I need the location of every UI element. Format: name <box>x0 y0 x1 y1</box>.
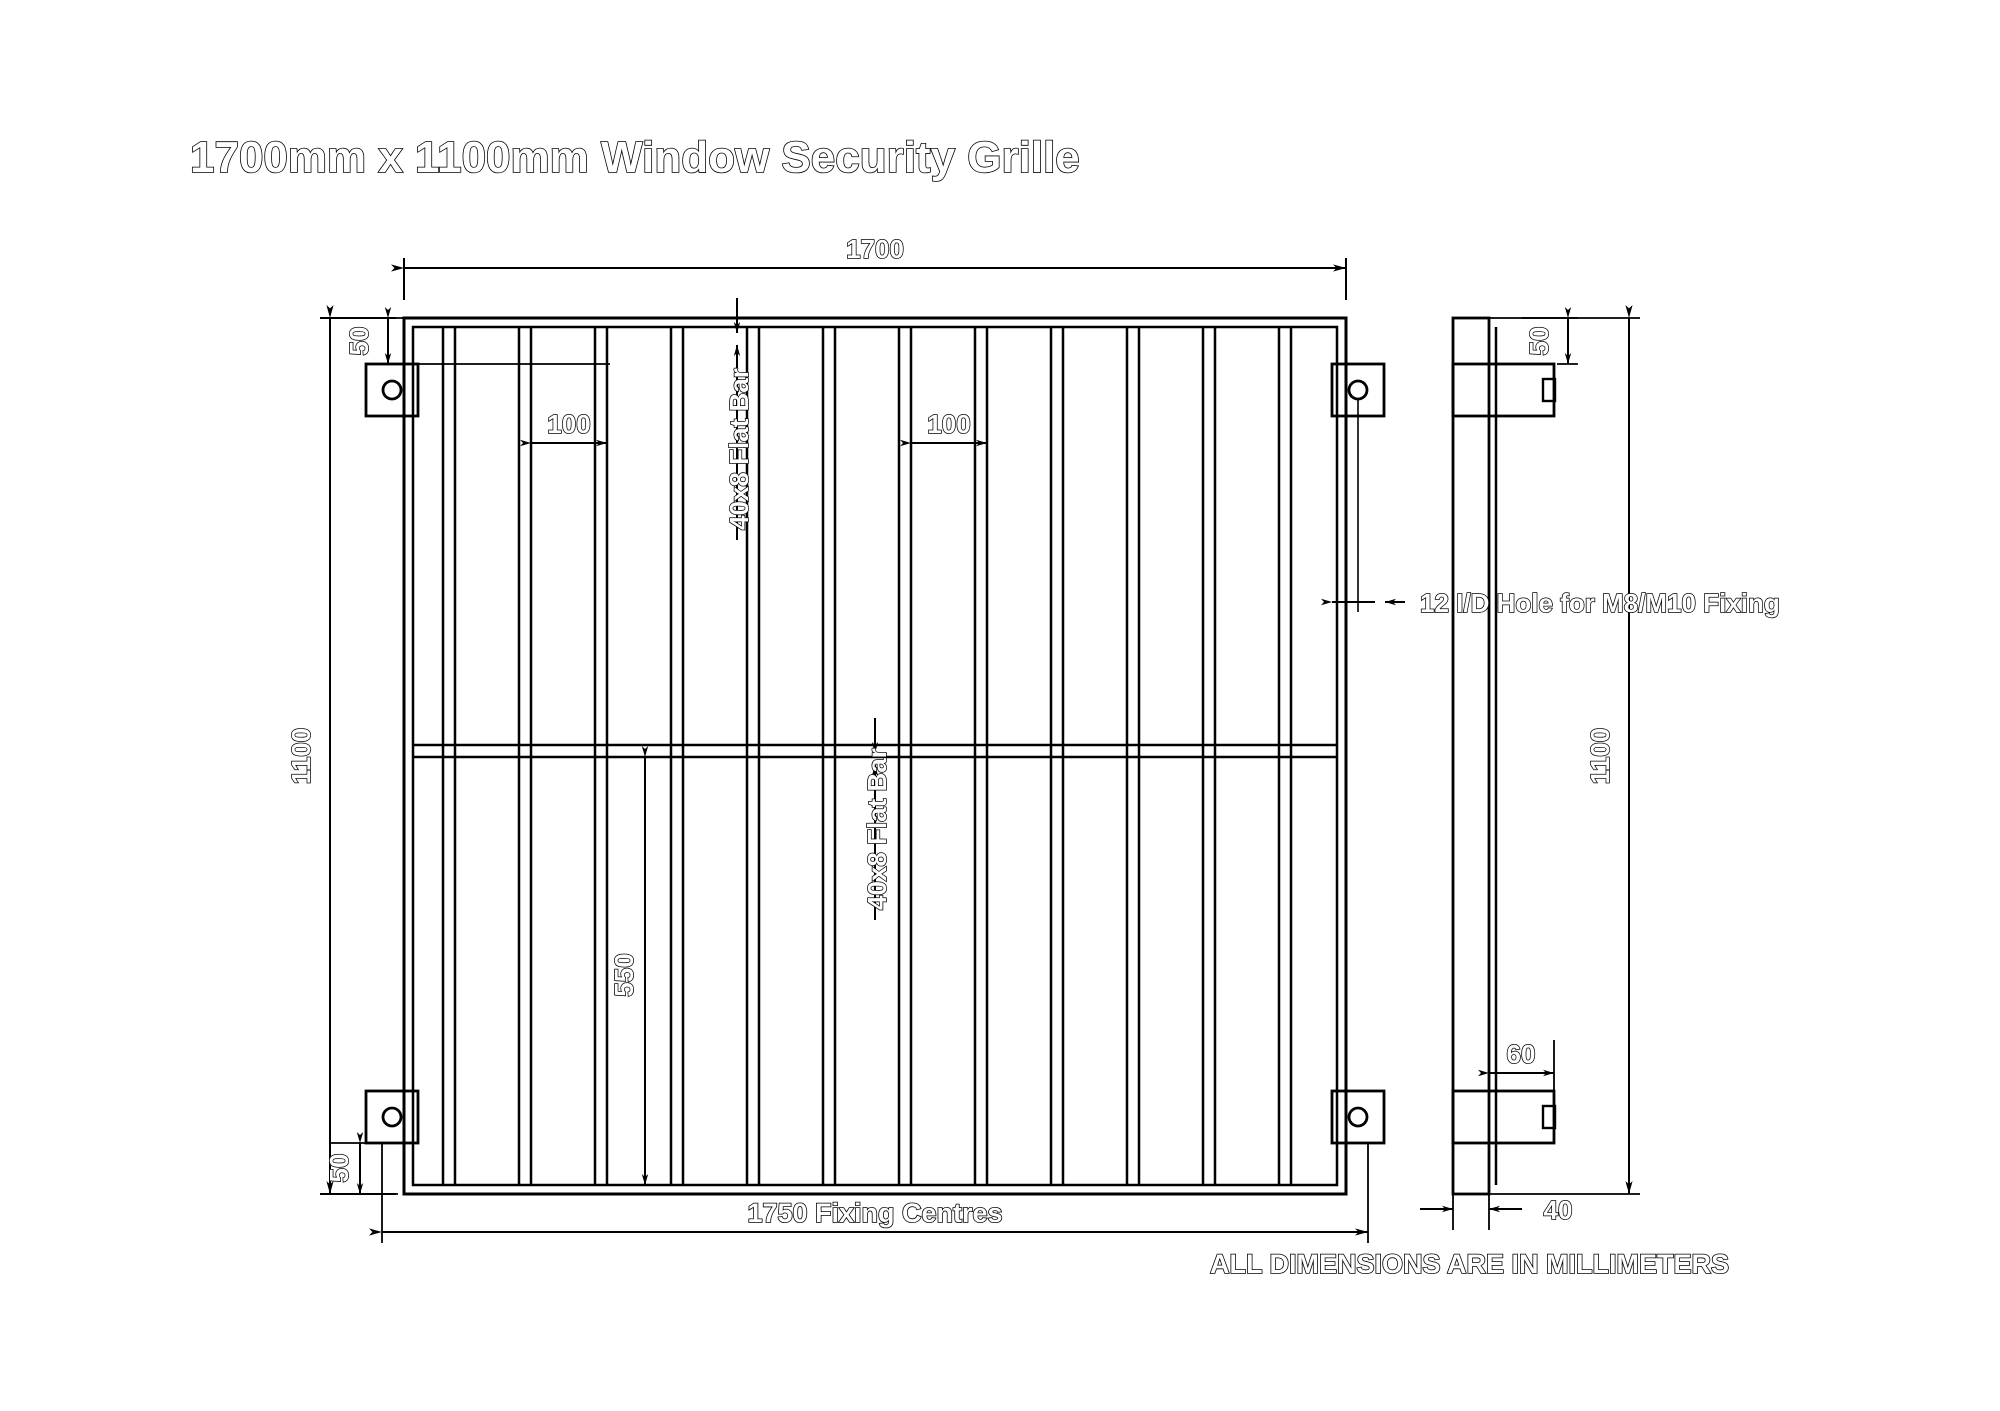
side-fixing-hole-icon <box>1541 377 1557 403</box>
dimension-value-60: 60 <box>1507 1039 1536 1069</box>
dimension-value-1700: 1700 <box>846 234 904 264</box>
fixing-hole-icon <box>1347 1106 1369 1128</box>
leader-flat-bar-upper: 40x8 Flat Bar <box>723 298 755 540</box>
dimension-bottom-offset-50: 50 <box>323 1132 398 1195</box>
dimension-overall-height: 1100 <box>285 305 396 1195</box>
frame-outer <box>402 316 1348 1196</box>
label-hole-note: 12 I/D Hole for M8/M10 Fixing <box>1420 588 1780 618</box>
fixing-lugs <box>364 362 1386 1145</box>
page-title: 1700mm x 1100mm Window Security Grille <box>190 133 1080 182</box>
dimension-mid-panel-550: 550 <box>608 746 649 1185</box>
dimension-value-side-1100: 1100 <box>1585 728 1615 784</box>
label-fixing-centres: 1750 Fixing Centres <box>747 1198 1002 1228</box>
dimension-overall-width: 1700 <box>391 233 1347 300</box>
leader-flat-bar-lower: 40x8 Flat Bar <box>861 718 893 920</box>
dimension-top-offset-50: 50 <box>330 307 610 365</box>
dimension-value-1100: 1100 <box>286 728 316 784</box>
side-fixing-lug-top <box>1451 362 1557 418</box>
fixing-hole-icon <box>381 379 403 401</box>
annotation-hole-note: 12 I/D Hole for M8/M10 Fixing <box>1321 399 1780 619</box>
fixing-lug-bottom-right <box>1330 1089 1386 1145</box>
vertical-bars <box>441 327 1293 1185</box>
fixing-hole-icon <box>381 1106 403 1128</box>
dimension-side-offset-50: 50 <box>1522 307 1578 365</box>
label-flat-bar-upper: 40x8 Flat Bar <box>724 368 754 530</box>
footer-note: ALL DIMENSIONS ARE IN MILLIMETERS <box>1210 1249 1729 1279</box>
dimension-value-side-50: 50 <box>1524 327 1554 356</box>
side-fixing-hole-icon <box>1541 1104 1557 1130</box>
dimension-pitch-left-100: 100 <box>520 327 608 455</box>
dimension-value-left-100: 100 <box>547 409 590 439</box>
dimension-lug-projection-60: 60 <box>1478 1038 1555 1091</box>
dimension-fixing-centres: 1750 Fixing Centres <box>369 1143 1369 1243</box>
side-fixing-lug-bottom <box>1451 1089 1557 1145</box>
dimension-value-40: 40 <box>1544 1195 1573 1225</box>
dimension-side-height-1100: 1100 <box>1489 305 1640 1195</box>
fixing-lug-top-left <box>364 362 420 418</box>
side-frame-section <box>1451 316 1491 1196</box>
dimension-value-right-100: 100 <box>927 409 970 439</box>
dimension-frame-depth-40: 40 <box>1420 1143 1573 1230</box>
dimension-value-top-50: 50 <box>344 327 374 356</box>
dimension-value-550: 550 <box>609 953 639 996</box>
dimension-value-bottom-50: 50 <box>324 1154 354 1183</box>
side-elevation-group: 50 1100 60 40 <box>1420 305 1640 1230</box>
label-flat-bar-lower: 40x8 Flat Bar <box>862 748 892 910</box>
front-elevation-group: 1700 1100 50 50 100 <box>285 233 1386 1243</box>
dimension-pitch-right-100: 100 <box>900 327 988 455</box>
